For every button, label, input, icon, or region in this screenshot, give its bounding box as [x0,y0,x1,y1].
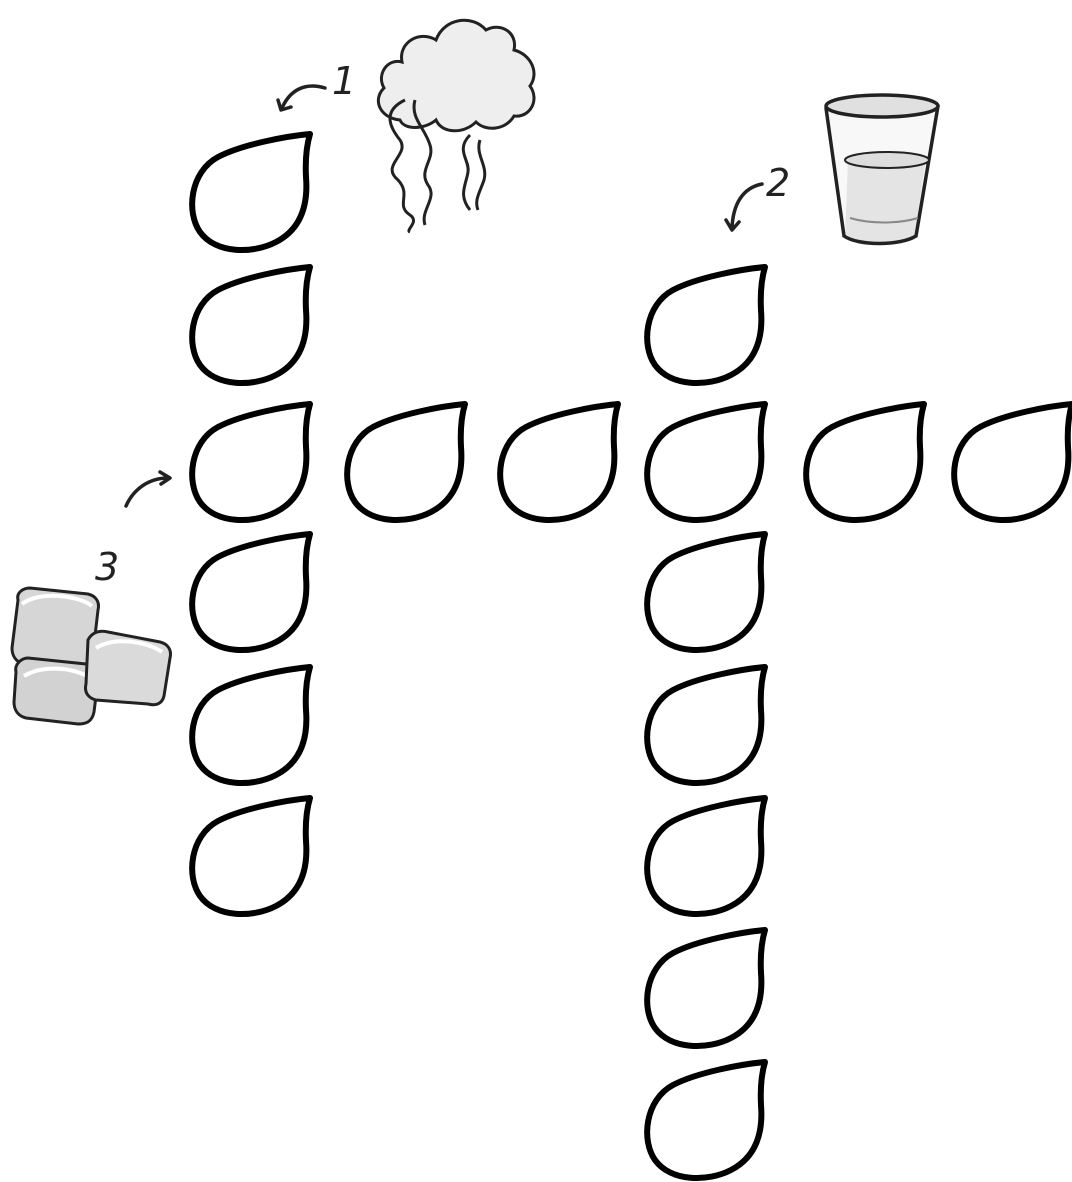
cell-1down-2[interactable] [192,267,310,383]
cell-1down-1[interactable] [192,134,310,250]
cell-3across-5[interactable] [806,404,924,520]
cell-3across-2[interactable] [347,404,465,520]
clue-number-2: 2 [766,161,790,205]
cell-3across-3[interactable] [500,404,618,520]
steam-cloud-icon [377,18,536,234]
cell-1down-3-3across-1[interactable] [192,404,310,520]
cell-2down-2-3across-4[interactable] [647,404,765,520]
cell-3across-6[interactable] [954,404,1072,520]
cell-1down-5[interactable] [192,667,310,783]
water-glass-icon [824,93,940,246]
clue-number-3: 3 [95,545,119,589]
cell-2down-3[interactable] [647,534,765,650]
ice-cubes-icon [10,586,172,726]
clue-1-arrow [276,84,327,112]
clue-2-arrow [724,182,764,232]
clue-number-1: 1 [332,59,356,103]
cell-2down-1[interactable] [647,267,765,383]
cell-1down-6[interactable] [192,798,310,914]
cell-2down-4[interactable] [647,667,765,783]
cell-2down-7[interactable] [647,1062,765,1178]
cell-1down-4[interactable] [192,534,310,650]
crossword-grid [192,134,1072,1178]
cell-2down-5[interactable] [647,798,765,914]
cell-2down-6[interactable] [647,930,765,1046]
clue-3-arrow [124,470,172,508]
